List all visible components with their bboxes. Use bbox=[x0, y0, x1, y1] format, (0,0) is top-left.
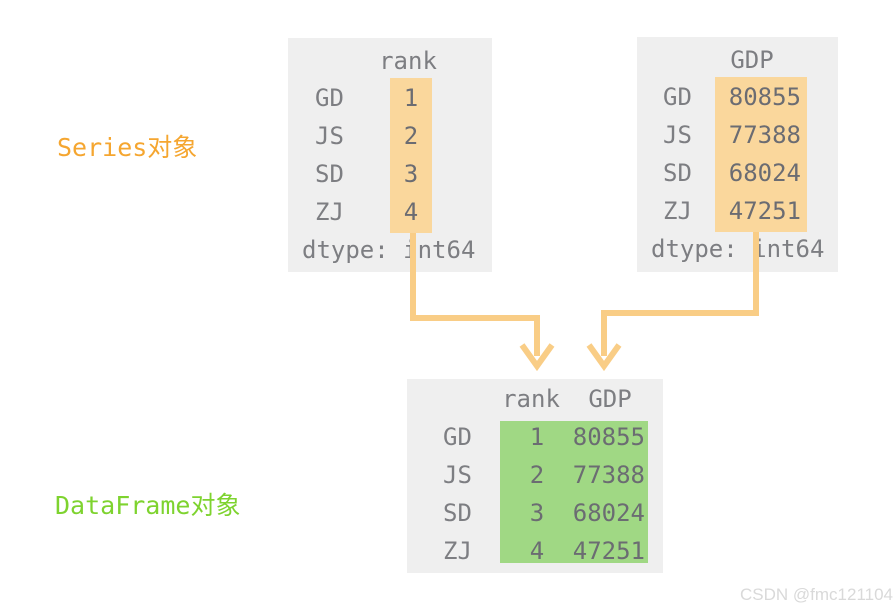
row-value: 80855 bbox=[728, 83, 801, 111]
series-gdp-row: JS 77388 bbox=[637, 118, 838, 152]
rank-cell: 3 bbox=[529, 499, 545, 527]
dataframe-values-highlight bbox=[500, 421, 648, 563]
row-value: 68024 bbox=[728, 159, 801, 187]
rank-cell: 1 bbox=[529, 423, 545, 451]
row-index: GD bbox=[315, 84, 344, 112]
series-gdp-name: GDP bbox=[730, 46, 774, 74]
row-index: SD bbox=[443, 499, 472, 527]
dataframe-object-label: DataFrame对象 bbox=[55, 491, 241, 520]
row-value: 77388 bbox=[728, 121, 801, 149]
row-index: ZJ bbox=[443, 537, 472, 565]
series-gdp-dtype: dtype: int64 bbox=[651, 235, 825, 263]
row-index: JS bbox=[443, 461, 472, 489]
row-index: ZJ bbox=[663, 197, 692, 225]
series-rank-dtype: dtype: int64 bbox=[302, 236, 476, 264]
row-value: 1 bbox=[403, 84, 419, 112]
series-rank-row: GD 1 bbox=[288, 81, 492, 115]
series-gdp-row: GD 80855 bbox=[637, 80, 838, 114]
gdp-cell: 77388 bbox=[572, 461, 645, 489]
row-index: JS bbox=[315, 122, 344, 150]
row-value: 2 bbox=[403, 122, 419, 150]
row-index: SD bbox=[663, 159, 692, 187]
gdp-cell: 80855 bbox=[572, 423, 645, 451]
dataframe-row: JS 2 77388 bbox=[407, 458, 663, 492]
row-value: 4 bbox=[403, 198, 419, 226]
row-index: JS bbox=[663, 121, 692, 149]
series-rank-row: ZJ 4 bbox=[288, 195, 492, 229]
row-index: GD bbox=[443, 423, 472, 451]
rank-column-highlight bbox=[390, 78, 432, 233]
dataframe-box: rank GDP GD 1 80855 JS 2 77388 SD 3 6802… bbox=[407, 379, 663, 573]
row-value: 47251 bbox=[728, 197, 801, 225]
dataframe-row: ZJ 4 47251 bbox=[407, 534, 663, 568]
row-index: ZJ bbox=[315, 198, 344, 226]
series-gdp-row: ZJ 47251 bbox=[637, 194, 838, 228]
csdn-watermark: CSDN @fmc121104 bbox=[740, 585, 893, 604]
rank-cell: 2 bbox=[529, 461, 545, 489]
series-rank-box: rank GD 1 JS 2 SD 3 ZJ 4 dtype: int64 bbox=[288, 38, 492, 272]
series-rank-row: JS 2 bbox=[288, 119, 492, 153]
rank-cell: 4 bbox=[529, 537, 545, 565]
gdp-column-highlight bbox=[715, 77, 807, 232]
gdp-cell: 68024 bbox=[572, 499, 645, 527]
dataframe-row: SD 3 68024 bbox=[407, 496, 663, 530]
dataframe-column-gdp: GDP bbox=[588, 385, 632, 413]
series-gdp-box: GDP GD 80855 JS 77388 SD 68024 ZJ 47251 … bbox=[637, 37, 838, 272]
row-index: SD bbox=[315, 160, 344, 188]
series-object-label: Series对象 bbox=[57, 133, 198, 162]
dataframe-row: GD 1 80855 bbox=[407, 420, 663, 454]
dataframe-column-rank: rank bbox=[502, 385, 560, 413]
row-index: GD bbox=[663, 83, 692, 111]
row-value: 3 bbox=[403, 160, 419, 188]
series-rank-row: SD 3 bbox=[288, 157, 492, 191]
series-gdp-row: SD 68024 bbox=[637, 156, 838, 190]
series-rank-name: rank bbox=[379, 47, 437, 75]
gdp-cell: 47251 bbox=[572, 537, 645, 565]
